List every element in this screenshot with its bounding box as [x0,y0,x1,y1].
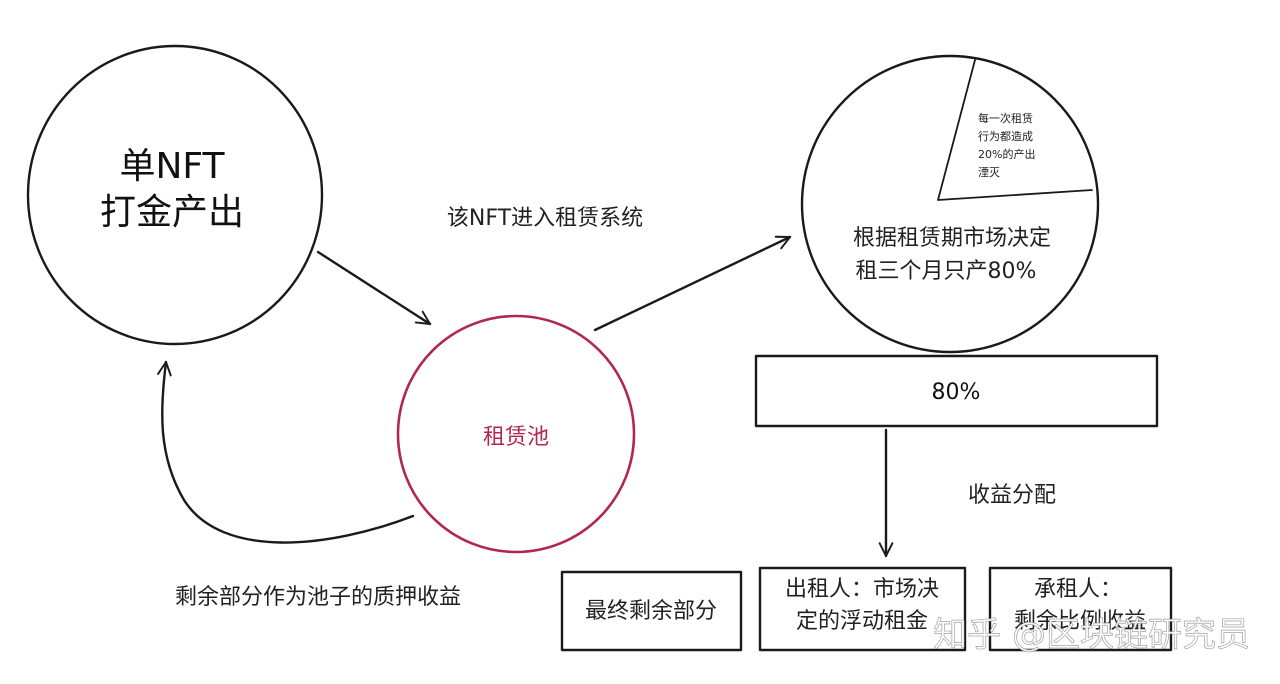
lessee-line2: 剩余比例收益 [1014,609,1146,634]
final-remainder-label: 最终剩余部分 [585,599,717,624]
market-line1: 根据租赁期市场决定 [853,226,1051,251]
lessee-line1: 承租人： [1034,577,1122,602]
distribution-label: 收益分配 [968,483,1056,508]
market-circle [800,54,1100,354]
lessor-line1: 出租人：市场决 [785,577,939,602]
eighty-percent-box: 80% [754,354,1159,428]
arrow-pool-return [157,360,415,544]
eighty-percent-rect [754,354,1159,428]
rental-pool-label: 租赁池 [483,425,549,450]
single-nft-line2: 打金产出 [100,192,244,233]
lessor-rect [758,566,967,652]
lessor-box: 出租人：市场决 定的浮动租金 [758,566,967,652]
rental-pool-node: 租赁池 [396,314,636,554]
wedge-line-1: 每一次租赁 [978,111,1033,125]
wedge-line-3: 20%的产出 [978,147,1035,161]
single-nft-circle [26,44,324,346]
single-nft-line1: 单NFT [120,146,226,187]
wedge-line-4: 湮灭 [978,166,1000,179]
eighty-percent-label: 80% [932,380,981,405]
arrow-nft-to-pool [316,250,432,326]
single-nft-node: 单NFT 打金产出 [26,44,324,346]
rental-pool-circle [396,314,636,554]
enter-leasing-label: 该NFT进入租赁系统 [447,206,643,231]
lessee-box: 承租人： 剩余比例收益 [988,566,1173,652]
market-node: 每一次租赁 行为都造成 20%的产出 湮灭 根据租赁期市场决定 租三个月只产80… [800,54,1100,354]
arrow-pool-to-market [593,235,792,332]
final-remainder-box: 最终剩余部分 [560,570,743,652]
burn-wedge [937,59,1093,201]
remainder-label: 剩余部分作为池子的质押收益 [175,585,461,610]
lessee-rect [988,566,1173,652]
final-remainder-rect [560,570,743,652]
wedge-line-2: 行为都造成 [978,129,1033,143]
lessor-line2: 定的浮动租金 [796,609,928,634]
market-line2: 租三个月只产80% [856,259,1037,284]
watermark: 知乎 @区块链研究员 [933,615,1250,655]
